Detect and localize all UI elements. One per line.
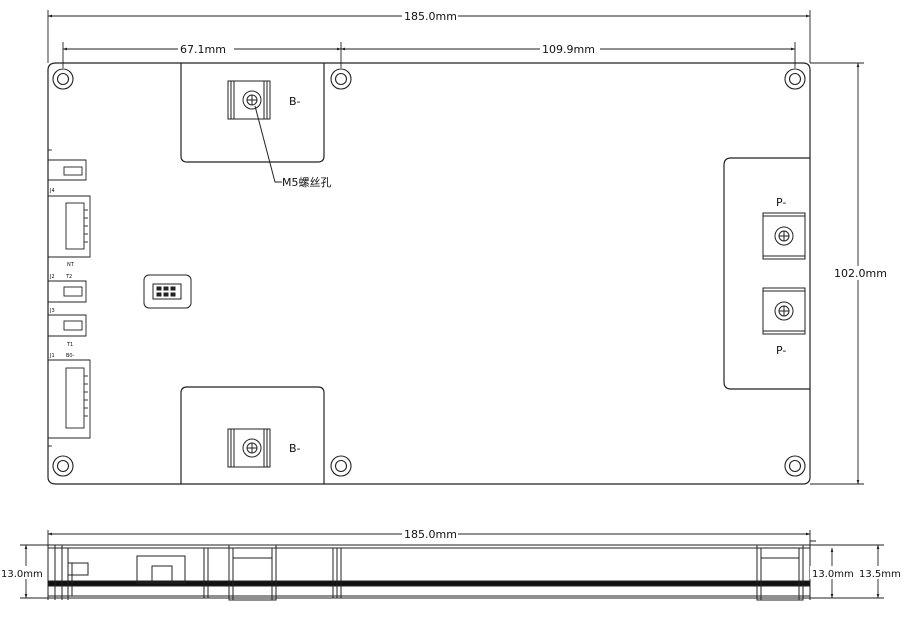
p-minus-top-label: P- — [776, 196, 786, 209]
mounting-holes — [52, 68, 806, 477]
connector-label-j1: J1 — [49, 353, 55, 359]
b-minus-top-terminal — [227, 80, 271, 120]
dim-side-right-inner-height: 13.0mm — [812, 569, 854, 580]
dim-side-left-height: 13.0mm — [1, 569, 43, 580]
dim-right-span: 109.9mm — [542, 43, 595, 56]
connector-labels: J4 NT J2 T2 J3 T1 J1 B0- — [49, 188, 75, 359]
mounting-hole-icon — [784, 68, 806, 90]
connector-j2 — [48, 280, 87, 303]
terminals — [143, 80, 806, 468]
dim-board-height: 102.0mm — [834, 267, 887, 280]
connector-j4 — [48, 195, 91, 258]
b-minus-bottom-area — [180, 386, 325, 484]
connector-label-ntc: NT — [67, 262, 75, 268]
mounting-hole-icon — [52, 68, 74, 90]
dim-side-total-width: 185.0mm — [404, 528, 457, 541]
p-minus-area — [723, 157, 810, 390]
p-minus-bottom-label: P- — [776, 344, 786, 357]
connector-label-b0: B0- — [66, 353, 75, 359]
connector-j0 — [48, 159, 87, 181]
m5-leader — [254, 105, 282, 183]
mounting-hole-icon — [784, 455, 806, 477]
connector-j1 — [48, 359, 91, 439]
mounting-hole-icon — [52, 455, 74, 477]
mounting-hole-icon — [330, 68, 352, 90]
dim-side-right-outer-height: 13.5mm — [859, 569, 901, 580]
connector-label-j3: J3 — [49, 308, 55, 314]
board-outline — [47, 62, 811, 485]
mounting-hole-icon — [330, 455, 352, 477]
b-minus-bottom-terminal — [227, 428, 271, 468]
screw-hole-note: M5螺丝孔 — [282, 176, 332, 189]
connector-label-j2: J2 — [49, 274, 55, 280]
connector-label-t2: T2 — [65, 274, 72, 280]
balance-port-connector — [143, 274, 192, 309]
p-minus-bottom-terminal — [762, 287, 806, 335]
side-view — [47, 540, 816, 601]
top-view — [47, 62, 811, 485]
dim-left-span: 67.1mm — [180, 43, 226, 56]
connector-j3 — [48, 314, 87, 337]
dimensions-top — [47, 10, 864, 485]
b-minus-top-area — [180, 63, 325, 163]
connector-label-j4: J4 — [49, 188, 55, 194]
dim-total-width: 185.0mm — [404, 10, 457, 23]
b-minus-bottom-label: B- — [289, 442, 301, 455]
connector-label-t1: T1 — [66, 342, 73, 348]
left-connectors — [48, 149, 91, 447]
p-minus-top-terminal — [762, 212, 806, 260]
b-minus-top-label: B- — [289, 95, 301, 108]
